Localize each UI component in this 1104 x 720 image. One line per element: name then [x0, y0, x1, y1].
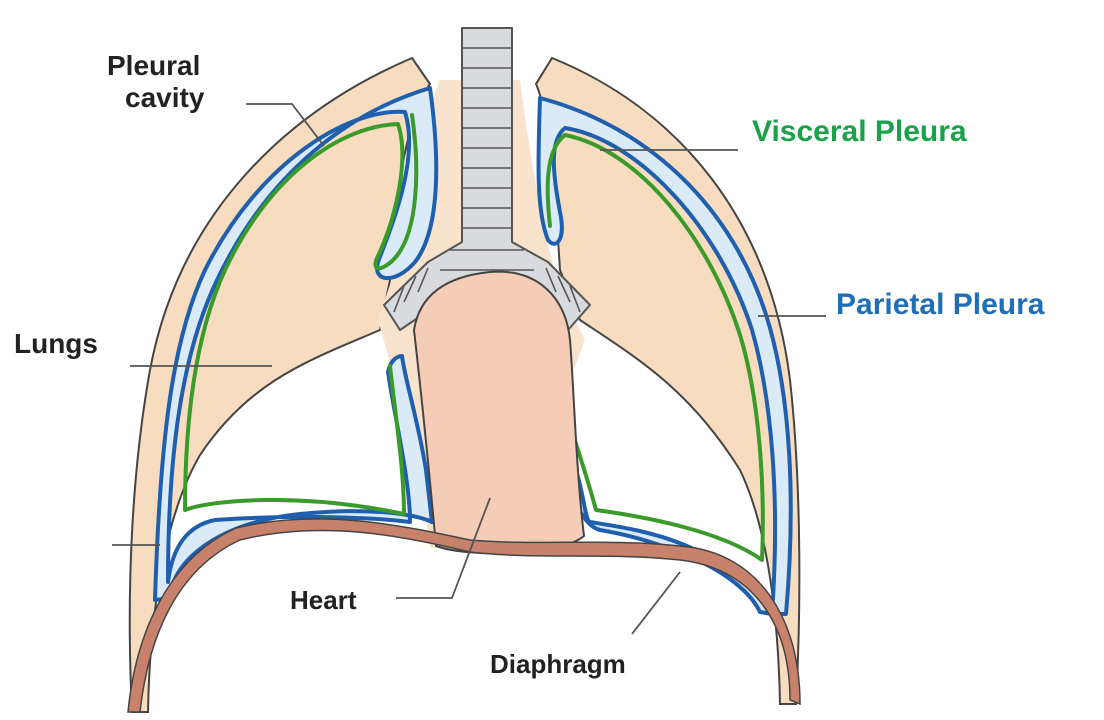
- diaphragm: [128, 519, 800, 712]
- pleural-cavity-label-line2: cavity: [103, 82, 204, 114]
- visceral-pleura-label: Visceral Pleura: [752, 115, 967, 150]
- parietal-pleura-label: Parietal Pleura: [836, 288, 1044, 323]
- diaphragm-label: Diaphragm: [490, 650, 626, 680]
- lungs-label: Lungs: [14, 328, 98, 360]
- heart-label: Heart: [290, 586, 356, 616]
- pleural-cavity-label: Pleural cavity: [103, 50, 204, 114]
- heart: [414, 272, 584, 554]
- leader-diaphragm: [632, 572, 680, 634]
- pleural-cavity-label-line1: Pleural: [103, 50, 204, 82]
